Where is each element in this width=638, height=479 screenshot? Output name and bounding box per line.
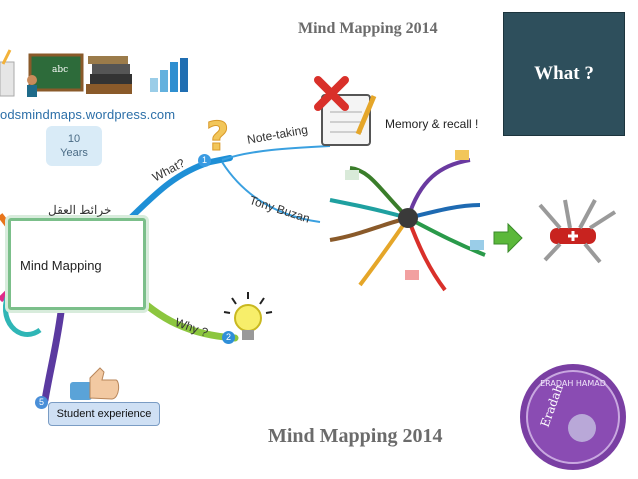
branch-number-5: 5 (35, 396, 48, 409)
lightbulb-icon (223, 292, 273, 340)
bar-chart-icon (150, 58, 188, 92)
swiss-knife-icon (538, 199, 617, 264)
question-mark-icon: ? (206, 114, 230, 161)
svg-text:abc: abc (52, 65, 68, 75)
branch-number-1: 1 (198, 154, 211, 167)
page-title-bottom: Mind Mapping 2014 (268, 425, 443, 447)
mind-map-image (329, 150, 486, 292)
site-url[interactable]: odsmindmaps.wordpress.com (0, 107, 176, 122)
central-node (8, 218, 146, 310)
thumbs-up-icon (70, 367, 120, 400)
student-experience-label: Student experience (56, 408, 152, 420)
central-label: Mind Mapping (20, 258, 102, 273)
chalkboard-icon: abc (27, 53, 84, 97)
notepad-cross-icon (314, 76, 377, 146)
pencil-cup-icon (0, 49, 15, 97)
central-arabic-label: خرائط العقل (48, 203, 112, 217)
svg-text:?: ? (206, 114, 229, 160)
books-icon (86, 56, 132, 94)
branch-label-memory: Memory & recall ! (385, 117, 479, 131)
what-box-label: What ? (534, 63, 594, 84)
years-word: Years (60, 147, 88, 159)
svg-text:ERADAH HAMAD: ERADAH HAMAD (540, 379, 606, 388)
student-experience-node: Student experience (48, 402, 160, 426)
years-number: 10 (67, 133, 81, 145)
green-arrow-icon (493, 222, 523, 254)
what-box: What ? (503, 12, 625, 136)
eradah-logo: ERADAH HAMAD Eradah (520, 364, 626, 470)
years-badge: 10 Years (46, 126, 102, 166)
branch-number-2: 2 (222, 331, 235, 344)
page-title-top: Mind Mapping 2014 (298, 20, 438, 37)
